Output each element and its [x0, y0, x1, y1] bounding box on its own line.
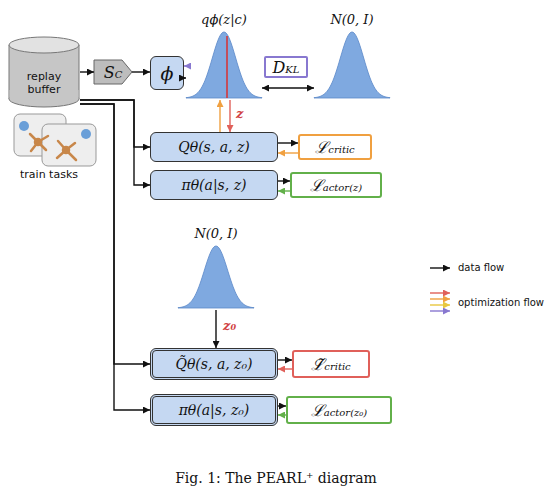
node-text: ℒactor(z)	[310, 174, 362, 196]
flow-arrow	[262, 87, 314, 88]
legend-item: optimization flow	[428, 288, 544, 316]
flow-arrow	[278, 190, 290, 191]
cylinder-side	[79, 45, 80, 99]
node-text: qϕ(z|c)	[201, 12, 247, 28]
edge-label: z₀	[223, 318, 236, 333]
flow-arrow	[219, 100, 220, 132]
flow-arrow	[278, 359, 292, 360]
posterior-distribution: qϕ(z|c)	[186, 12, 262, 100]
node-text: Q̃θ(s, a, z₀)	[175, 356, 252, 372]
ant-figure	[57, 141, 76, 160]
prior-distribution: N(0, I)	[314, 12, 390, 100]
flow-arrow	[80, 71, 94, 72]
actor-box: πθ(a|s, z)	[150, 170, 278, 200]
flow-arrow	[184, 65, 186, 66]
encoder-box: ϕ	[150, 56, 184, 90]
flow-arrow	[278, 152, 298, 153]
legend-sample	[428, 263, 454, 273]
actor-box: πθ(a|s, z₀)	[150, 394, 278, 426]
node-text: DKL	[273, 58, 300, 77]
legend-arrow	[430, 292, 450, 293]
gaussian-curve	[178, 246, 254, 308]
sample-line	[226, 36, 228, 98]
prior-distribution: N(0, I)	[178, 226, 254, 310]
node-text: ϕ	[161, 62, 174, 84]
loss-box: ℒactor(z)	[290, 172, 382, 198]
critic-box: Q̃θ(s, a, z₀)	[150, 348, 278, 380]
flow-arrow	[184, 77, 186, 78]
gaussian-curve	[186, 32, 262, 98]
cylinder-side	[9, 45, 10, 99]
legend-arrow	[430, 310, 450, 311]
flow-arrow	[278, 142, 298, 143]
node-text: ℒcritic	[315, 136, 354, 158]
pentagon-outline	[94, 60, 132, 84]
legend-sample	[428, 288, 454, 316]
node-text: N(0, I)	[330, 12, 373, 28]
annotation-label: train tasks	[20, 168, 78, 181]
flow-arrow	[132, 71, 150, 72]
legend-arrow	[430, 267, 450, 268]
flow-arrow	[80, 104, 150, 410]
flow-arrow	[278, 405, 286, 406]
node-text: πθ(a|s, z₀)	[179, 402, 250, 418]
flow-arrow	[80, 100, 150, 185]
node-text: πθ(a|s, z)	[181, 177, 246, 193]
flow-arrow	[229, 100, 230, 132]
legend-arrow	[430, 304, 450, 305]
legend-arrow	[430, 298, 450, 299]
loss-box: ℒ̃critic	[292, 350, 370, 378]
divergence-box: DKL	[264, 56, 308, 78]
legend-text: data flow	[458, 262, 504, 273]
flow-arrow	[278, 180, 290, 181]
node-text: ℒactor(z₀)	[311, 399, 367, 421]
loss-box: ℒactor(z₀)	[286, 396, 392, 424]
flow-arrow	[215, 310, 216, 348]
node-text: ℒ̃critic	[311, 353, 350, 375]
legend-item: data flow	[428, 262, 504, 273]
critic-box: Qθ(s, a, z)	[150, 132, 278, 162]
flow-arrow	[278, 414, 286, 415]
figure-caption: Fig. 1: The PEARL⁺ diagram	[0, 470, 552, 486]
legend-text: optimization flow	[458, 297, 544, 308]
loss-box: ℒcritic	[298, 134, 372, 160]
flow-arrow	[80, 100, 150, 147]
task-tiles	[14, 114, 96, 166]
goal-dot	[19, 121, 29, 131]
ant-figure	[30, 134, 48, 151]
storage-cylinder: replay buffer	[8, 36, 80, 108]
goal-dot	[81, 129, 91, 139]
cylinder-top	[9, 37, 79, 53]
task-tile	[42, 124, 96, 166]
flow-arrow	[278, 368, 292, 369]
node-text: SC	[104, 63, 123, 82]
node-text: N(0, I)	[194, 226, 237, 242]
sampler-pentagon: SC	[94, 60, 132, 84]
node-text: Qθ(s, a, z)	[178, 139, 250, 155]
gaussian-curve	[314, 32, 390, 98]
connectors	[80, 66, 314, 415]
flow-arrow	[80, 104, 150, 364]
edge-label: z	[236, 106, 243, 121]
node-text: replay buffer	[18, 70, 70, 108]
